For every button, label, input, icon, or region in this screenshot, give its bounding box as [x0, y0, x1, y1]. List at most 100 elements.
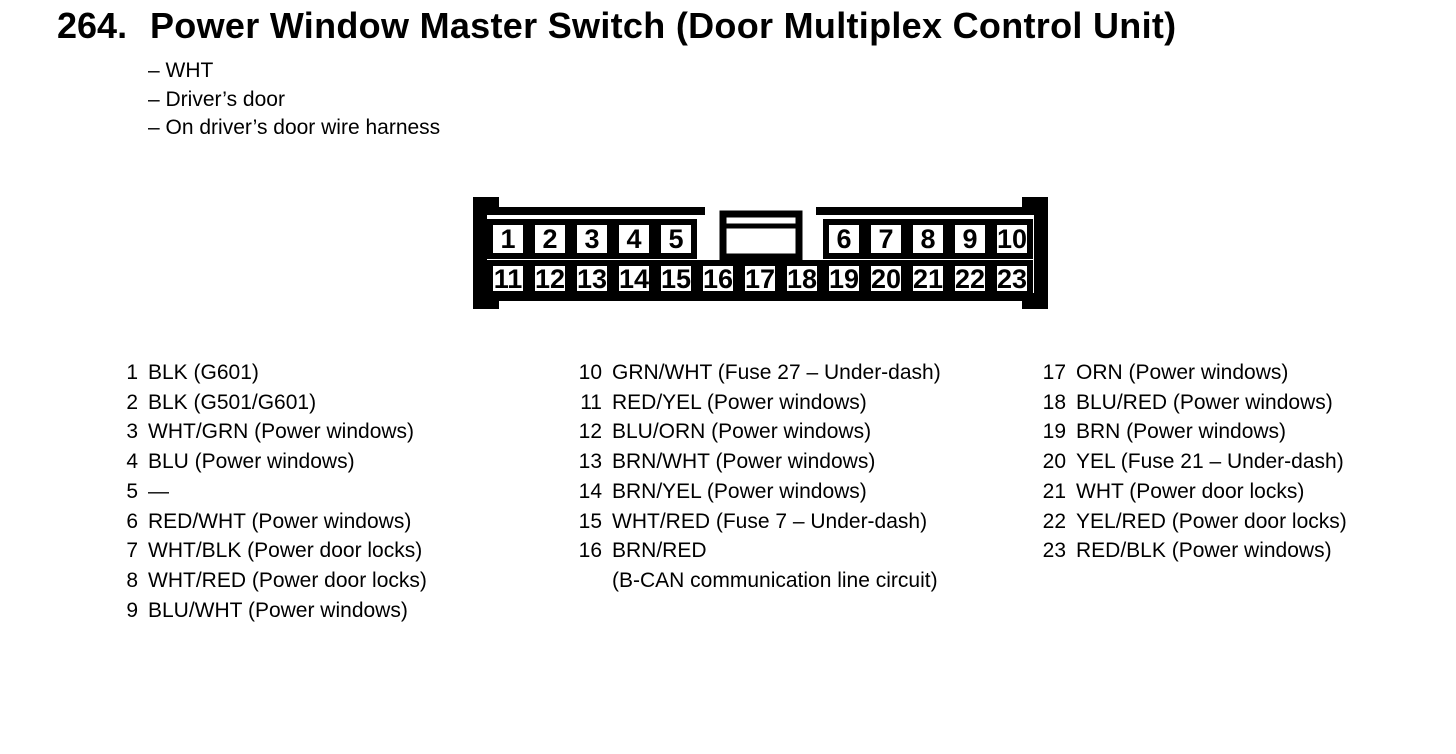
connector-cavity-number: 17: [745, 264, 775, 294]
connector-cavity: [823, 219, 865, 259]
pin-label: YEL/RED (Power door locks): [1076, 509, 1347, 533]
pin-label: RED/WHT (Power windows): [148, 509, 412, 533]
pin-label: YEL (Fuse 21 – Under-dash): [1076, 450, 1344, 474]
connector-cavity: [991, 260, 1033, 297]
pin-number: 15: [578, 509, 602, 533]
pin-number: 4: [126, 450, 138, 474]
connector-cavity: [949, 260, 991, 297]
connector-cavity: [865, 260, 907, 297]
pin-number: 9: [126, 598, 138, 622]
connector-cavity-number: 6: [836, 224, 851, 254]
connector-cavity-number: 16: [703, 264, 733, 294]
connector-cavity-number: 18: [787, 264, 817, 294]
connector-cavity: [655, 219, 697, 259]
connector-cavity: [697, 260, 739, 297]
connector-cavity: [487, 219, 529, 259]
pin-number: 23: [1042, 539, 1066, 563]
notes-list: – WHT– Driver’s door– On driver’s door w…: [148, 57, 440, 143]
connector-cavity: [613, 219, 655, 259]
connector-cavity: [865, 219, 907, 259]
connector-cavity-number: 11: [494, 264, 523, 294]
pin-label: WHT/RED (Fuse 7 – Under-dash): [612, 509, 928, 533]
pin-label: BLU (Power windows): [148, 450, 355, 474]
connector-cavity-number: 23: [997, 264, 1027, 294]
pin-number: 12: [578, 420, 602, 444]
connector-cavity: [487, 260, 529, 297]
connector-cavity-number: 12: [535, 264, 565, 294]
note-item: – On driver’s door wire harness: [148, 116, 441, 139]
connector-cavity: [529, 219, 571, 259]
connector-cavity-number: 14: [619, 264, 649, 294]
pin-number: 13: [578, 450, 602, 474]
pin-row: 13 BRN/WHT (Power windows): [562, 447, 941, 477]
connector-cavity: [823, 260, 865, 297]
page-title: Power Window Master Switch (Door Multipl…: [150, 5, 1177, 46]
pin-number: 5: [126, 479, 138, 503]
pin-row: 12 BLU/ORN (Power windows): [562, 417, 941, 447]
pin-number: 21: [1042, 479, 1066, 503]
pin-label: BRN/YEL (Power windows): [612, 479, 867, 503]
connector-cavity: [571, 219, 613, 259]
pin-number: 7: [126, 539, 138, 563]
pin-number: 11: [580, 390, 602, 414]
connector-cavity-number: 19: [829, 264, 859, 294]
pin-label: —: [148, 479, 169, 503]
connector-cavity: [781, 260, 823, 297]
pin-row: 8 WHT/RED (Power door locks): [98, 566, 427, 596]
connector-cavity-number: 13: [577, 264, 607, 294]
pin-row: 4 BLU (Power windows): [98, 447, 427, 477]
pin-row: 14 BRN/YEL (Power windows): [562, 477, 941, 507]
pin-label: BRN/WHT (Power windows): [612, 450, 876, 474]
pin-number: 1: [126, 361, 138, 384]
connector-cavity-number: 3: [584, 224, 599, 254]
connector-cavity-number: 22: [955, 264, 985, 294]
pin-row: 5—: [98, 477, 427, 507]
pin-row: 16 BRN/RED(B-CAN communication line circu…: [562, 536, 941, 595]
pin-row: 15 WHT/RED (Fuse 7 – Under-dash): [562, 507, 941, 537]
pin-label: GRN/WHT (Fuse 27 – Under-dash): [612, 361, 941, 384]
connector-cavity: [991, 219, 1033, 259]
connector-cavity: [739, 260, 781, 297]
pin-label: WHT (Power door locks): [1076, 479, 1305, 503]
pin-number: 17: [1042, 361, 1066, 384]
connector-cavity: [907, 219, 949, 259]
pin-number: 16: [578, 539, 602, 563]
pin-label: BRN/RED(B-CAN communication line circuit…: [612, 536, 938, 595]
pin-row: 23 RED/BLK (Power windows): [1026, 536, 1347, 566]
connector-cavity-number: 5: [668, 224, 683, 254]
pin-row: 22 YEL/RED (Power door locks): [1026, 507, 1347, 537]
pin-number: 8: [126, 568, 138, 592]
pin-label: WHT/RED (Power door locks): [148, 568, 427, 592]
connector-cavity: [529, 260, 571, 297]
connector-cavity-number: 7: [878, 224, 893, 254]
note-item: – WHT: [148, 59, 214, 82]
pin-row: 21 WHT (Power door locks): [1026, 477, 1347, 507]
connector-cavity: [613, 260, 655, 297]
pin-label: BLU/WHT (Power windows): [148, 598, 408, 622]
pin-number: 3: [126, 420, 138, 444]
pin-label-second-line: (B-CAN communication line circuit): [612, 568, 938, 592]
pin-label: RED/BLK (Power windows): [1076, 539, 1332, 563]
pin-label: BLU/ORN (Power windows): [612, 420, 872, 444]
section-heading: 264. Power Window Master Switch (Door Mu…: [57, 5, 1176, 47]
connector-cavity-number: 9: [962, 224, 977, 254]
pin-number: 22: [1042, 509, 1066, 533]
connector-cavity: [571, 260, 613, 297]
connector-cavity-number: 10: [997, 224, 1027, 254]
pin-label: BLK (G501/G601): [148, 390, 317, 414]
pin-number: 10: [578, 361, 602, 384]
pin-label: BLU/RED (Power windows): [1076, 390, 1333, 414]
connector-cavity-number: 2: [542, 224, 557, 254]
pin-number: 14: [578, 479, 602, 503]
pin-label: BRN (Power windows): [1076, 420, 1287, 444]
